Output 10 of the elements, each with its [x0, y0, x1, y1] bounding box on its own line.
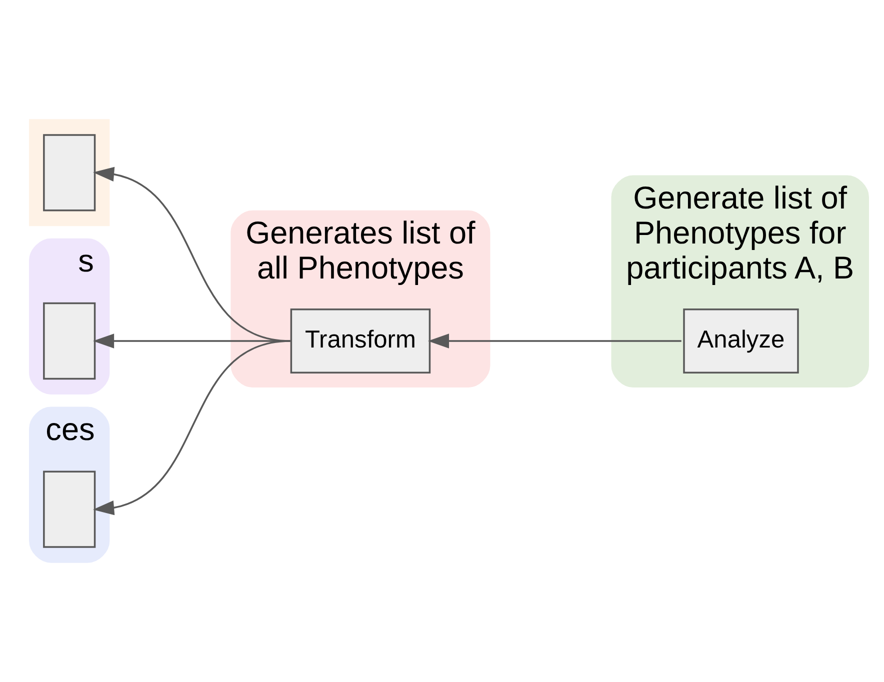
node-box: Analyze	[683, 308, 799, 374]
arrow	[428, 334, 682, 348]
node-box: Transform	[290, 308, 431, 374]
cluster: ces	[29, 406, 110, 563]
cluster	[29, 119, 110, 226]
node-box	[43, 470, 96, 548]
node-box	[43, 134, 96, 212]
node-box	[43, 302, 96, 380]
cluster: s	[29, 238, 110, 394]
arrow	[93, 340, 290, 516]
